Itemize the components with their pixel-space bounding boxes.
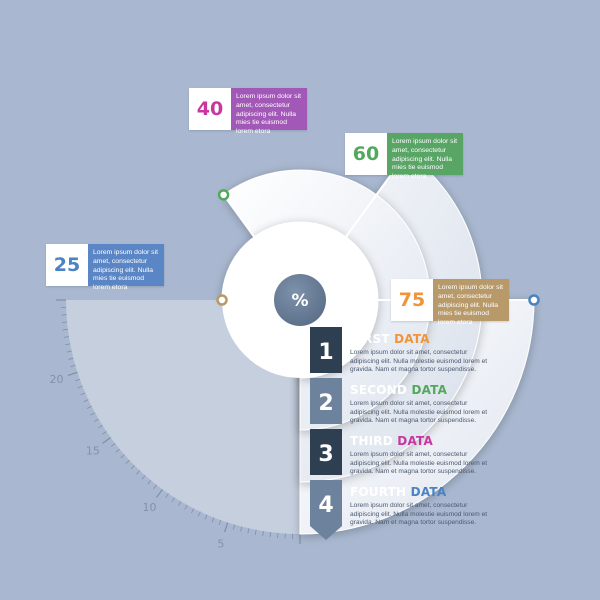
axis-tick (211, 517, 215, 523)
callout-text: Lorem ipsum dolor sit amet, consectetur … (231, 88, 307, 135)
axis-tick (63, 336, 69, 338)
callout-value: 25 (46, 244, 88, 286)
legend-number-box-1 (310, 327, 342, 373)
axis-tick (86, 405, 92, 409)
legend-heading-accent: DATA (410, 485, 447, 499)
axis-tick-labels: 5 10 15 20 (50, 373, 225, 550)
axis-tick (74, 378, 80, 382)
axis-tick (262, 531, 264, 537)
axis-tick-label: 15 (86, 444, 100, 457)
axis-tick (254, 529, 257, 535)
legend-description: Lorem ipsum dolor sit amet, consectetur … (350, 502, 488, 527)
axis-tick (197, 511, 201, 517)
axis-ticks (56, 299, 301, 544)
legend-heading: FIRST DATA (350, 332, 490, 346)
axis-tick (90, 412, 96, 416)
legend-heading: THIRD DATA (350, 434, 490, 448)
axis-tick (177, 501, 182, 506)
callout-value: 60 (345, 133, 387, 175)
center-label: % (291, 291, 308, 311)
legend-heading-word: THIRD (350, 434, 398, 448)
axis-tick (94, 418, 99, 423)
axis-tick (204, 514, 208, 520)
legend-description: Lorem ipsum dolor sit amet, consectetur … (350, 451, 488, 476)
legend-heading-accent: DATA (411, 383, 448, 397)
axis-tick-label: 10 (143, 501, 157, 514)
axis-tick (80, 392, 86, 396)
axis-tick (65, 343, 71, 346)
axis-tick (125, 459, 130, 464)
axis-tick (165, 493, 169, 498)
legend-item-3: THIRD DATA Lorem ipsum dolor sit amet, co… (350, 434, 490, 477)
axis-tick (247, 528, 250, 534)
callout-text: Lorem ipsum dolor sit amet, consectetur … (433, 279, 509, 326)
legend-item-2: SECOND DATA Lorem ipsum dolor sit amet, c… (350, 383, 490, 426)
axis-tick (156, 488, 163, 498)
axis-tick (153, 484, 157, 490)
callout-value: 75 (391, 279, 433, 321)
legend-heading: FOURTH DATA (350, 485, 490, 499)
legend-number: 3 (318, 442, 333, 467)
axis-tick (184, 504, 188, 510)
legend-heading: SECOND DATA (350, 383, 490, 397)
legend-item-4: FOURTH DATA Lorem ipsum dolor sit amet, c… (350, 485, 490, 528)
axis-tick-label: 20 (50, 373, 64, 386)
legend-heading-word: SECOND (350, 383, 412, 397)
lower-quarter-fill (66, 300, 300, 534)
axis-tick (171, 497, 175, 503)
legend-number-box-3 (310, 429, 342, 475)
legend-number-box-2 (310, 378, 342, 424)
legend-description: Lorem ipsum dolor sit amet, consectetur … (350, 349, 488, 374)
quarter-background (66, 300, 300, 534)
legend-number-boxes: 1 2 3 4 (310, 327, 342, 540)
axis-tick (218, 520, 222, 526)
axis-tick (136, 470, 141, 475)
callout-value: 40 (189, 88, 231, 130)
marker-60 (217, 189, 230, 201)
marker-25 (528, 294, 540, 306)
axis-tick-label: 5 (217, 537, 224, 550)
axis-tick (130, 465, 135, 470)
legend-heading-accent: DATA (394, 332, 430, 346)
axis-tick (224, 522, 229, 533)
axis-tick (70, 364, 76, 368)
legend-number: 1 (318, 340, 333, 365)
axis-tick (62, 328, 68, 331)
legend-heading-word: FIRST (350, 332, 395, 346)
legend-item-1: FIRST DATA Lorem ipsum dolor sit amet, co… (350, 332, 490, 375)
axis-tick (110, 443, 116, 447)
axis-tick (67, 371, 78, 376)
legend-description: Lorem ipsum dolor sit amet, consectetur … (350, 400, 488, 425)
legend-number: 2 (318, 391, 333, 416)
axis-tick (68, 357, 74, 360)
legend-number: 4 (318, 493, 333, 518)
axis-tick (83, 399, 89, 403)
callout-text: Lorem ipsum dolor sit amet, consectetur … (88, 244, 164, 291)
axis-tick (120, 454, 125, 459)
spoke-40 (299, 152, 408, 301)
axis-tick (115, 448, 120, 453)
legend-heading-word: FOURTH (350, 485, 411, 499)
axis-tick (147, 480, 152, 485)
axis-tick (102, 437, 112, 444)
axis-tick (102, 431, 107, 435)
axis-tick (97, 425, 103, 429)
axis-tick (269, 532, 272, 538)
marker-75 (216, 294, 228, 306)
axis-tick (141, 475, 146, 480)
axis-tick (240, 526, 243, 532)
axis-tick (77, 385, 83, 389)
center-hub (274, 274, 326, 326)
callout-text: Lorem ipsum dolor sit amet, consectetur … (387, 133, 463, 180)
axis-tick (232, 524, 236, 530)
axis-tick (66, 350, 72, 353)
legend-number-box-4 (310, 480, 342, 540)
legend-heading-accent: DATA (397, 434, 433, 448)
axis-tick (191, 508, 195, 514)
